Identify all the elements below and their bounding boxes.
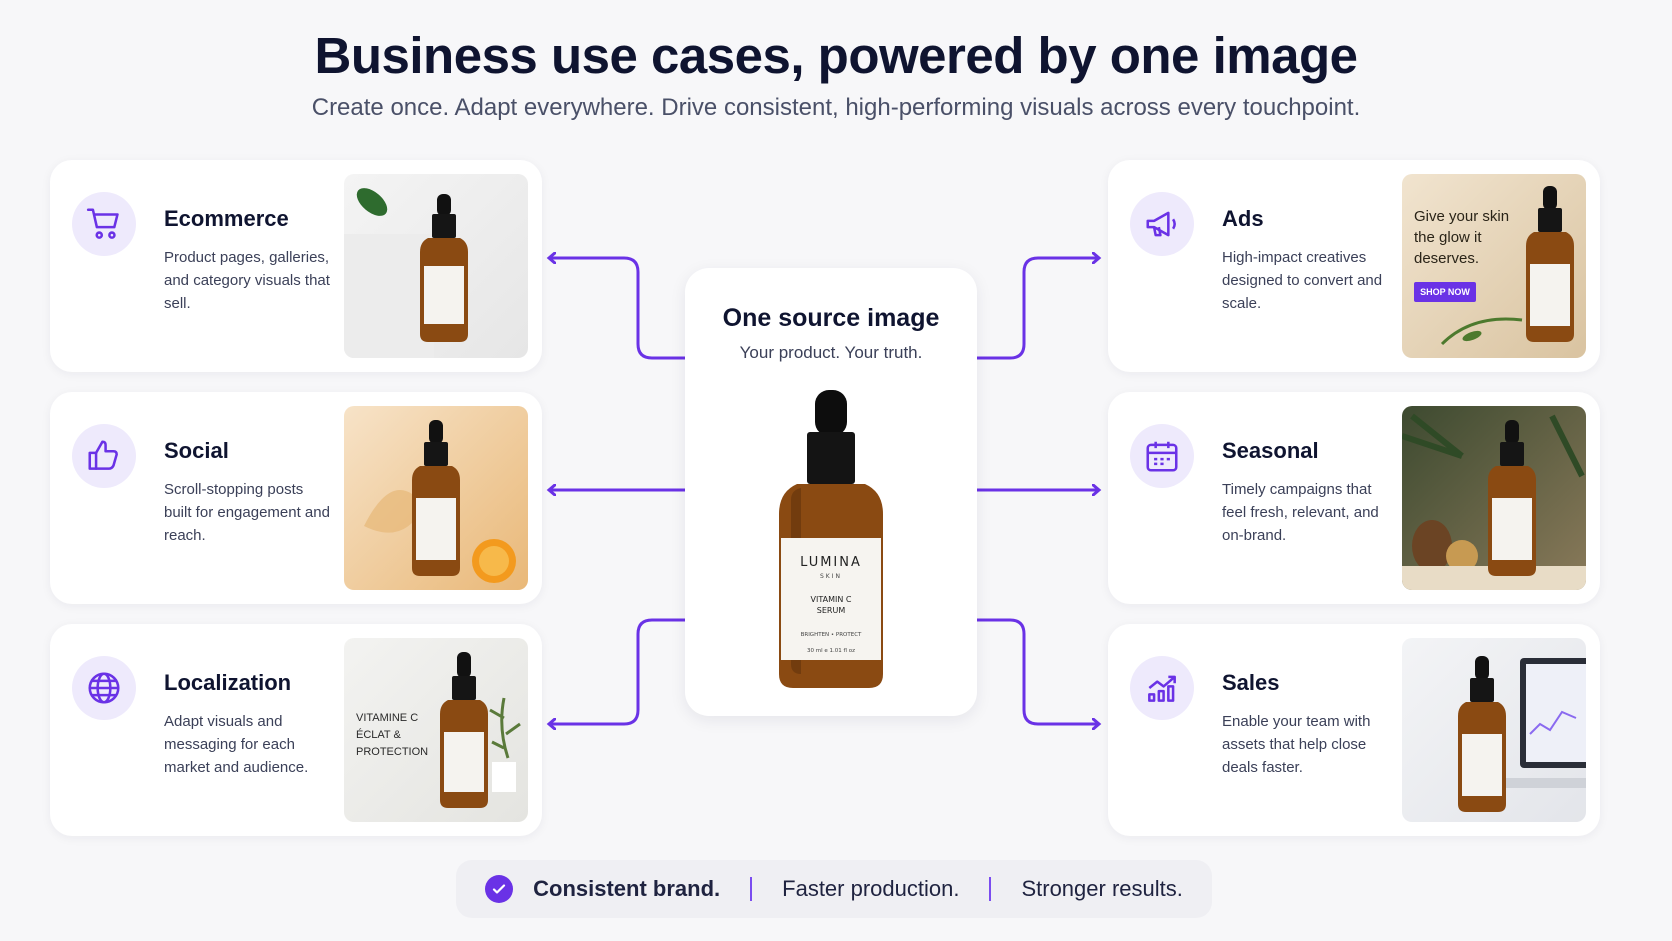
- benefit-faster-production: Faster production.: [782, 876, 960, 901]
- card-title: Ads: [1222, 206, 1264, 231]
- benefit-stronger-results: Stronger results.: [1021, 876, 1183, 901]
- hero-bottle-image: LUMINA SKIN VITAMIN C SERUM BRIGHTEN • P…: [779, 390, 883, 688]
- globe-icon: [72, 656, 136, 720]
- check-icon: [485, 875, 514, 903]
- card-description: Enable your team with assets that help c…: [1222, 713, 1371, 776]
- source-image-title: One source image: [722, 304, 940, 332]
- divider: [750, 877, 753, 901]
- bottle-image: [1458, 656, 1506, 812]
- card-description: Adapt visuals and messaging for each mar…: [164, 713, 309, 776]
- card-title: Social: [164, 438, 229, 463]
- bottle-size: 30 ml e 1.01 fl oz: [807, 648, 855, 654]
- card-description: Product pages, galleries, and category v…: [164, 249, 330, 312]
- card-title: Seasonal: [1222, 438, 1319, 463]
- card-title: Ecommerce: [164, 206, 289, 231]
- card-title: Sales: [1222, 670, 1280, 695]
- chart-icon: [1130, 656, 1194, 720]
- benefit-consistent-brand: Consistent brand.: [533, 876, 721, 901]
- thumbs-up-icon: [72, 424, 136, 488]
- card-ads[interactable]: Ads High-impact creatives designed to co…: [1108, 160, 1600, 372]
- page-subtitle: Create once. Adapt everywhere. Drive con…: [311, 94, 1361, 121]
- card-description: Timely campaigns that feel fresh, releva…: [1222, 481, 1379, 544]
- bottle-sub: SKIN: [820, 573, 842, 580]
- source-image-card[interactable]: One source image Your product. Your trut…: [685, 268, 977, 716]
- sales-thumbnail: [1402, 638, 1586, 822]
- bottle-image: [1526, 186, 1574, 342]
- card-social[interactable]: Social Scroll-stopping posts built for e…: [50, 392, 542, 604]
- page-title: Business use cases, powered by one image: [314, 27, 1358, 84]
- calendar-icon: [1130, 424, 1194, 488]
- bottle-image: [420, 194, 468, 342]
- bottle-image: [1488, 420, 1536, 576]
- arrow-to-ads: [977, 258, 1098, 360]
- bottle-brand: LUMINA: [800, 555, 862, 570]
- bottle-product-line-2: SERUM: [817, 606, 846, 615]
- bottle-image: [440, 652, 488, 808]
- arrow-to-localization: [550, 618, 685, 724]
- megaphone-icon: [1130, 192, 1194, 256]
- bottle-tagline: BRIGHTEN • PROTECT: [801, 632, 862, 638]
- source-image-subtitle: Your product. Your truth.: [739, 343, 923, 362]
- localization-thumbnail: VITAMINE C ÉCLAT & PROTECTION: [344, 638, 528, 822]
- card-description: Scroll-stopping posts built for engageme…: [164, 481, 330, 544]
- cart-icon: [72, 192, 136, 256]
- arrow-to-sales: [977, 618, 1098, 724]
- benefits-bar: Consistent brand. Faster production. Str…: [456, 860, 1212, 918]
- divider: [989, 877, 992, 901]
- card-sales[interactable]: Sales Enable your team with assets that …: [1108, 624, 1600, 836]
- shop-now-button[interactable]: SHOP NOW: [1414, 282, 1476, 302]
- card-description: High-impact creatives designed to conver…: [1222, 249, 1383, 312]
- card-title: Localization: [164, 670, 292, 695]
- card-localization[interactable]: Localization Adapt visuals and messaging…: [50, 624, 542, 836]
- ecommerce-thumbnail: [344, 174, 528, 358]
- arrow-to-ecommerce: [550, 258, 685, 360]
- card-seasonal[interactable]: Seasonal Timely campaigns that feel fres…: [1108, 392, 1600, 604]
- bottle-image: [412, 420, 460, 576]
- localization-ad-text: VITAMINE C ÉCLAT & PROTECTION: [356, 712, 429, 758]
- social-thumbnail: [344, 406, 528, 590]
- card-ecommerce[interactable]: Ecommerce Product pages, galleries, and …: [50, 160, 542, 372]
- ads-thumbnail: Give your skin the glow it deserves. SHO…: [1402, 174, 1586, 358]
- seasonal-thumbnail: [1402, 406, 1586, 590]
- bottle-product-line-1: VITAMIN C: [811, 595, 852, 604]
- ad-headline: Give your skin the glow it deserves.: [1414, 208, 1510, 267]
